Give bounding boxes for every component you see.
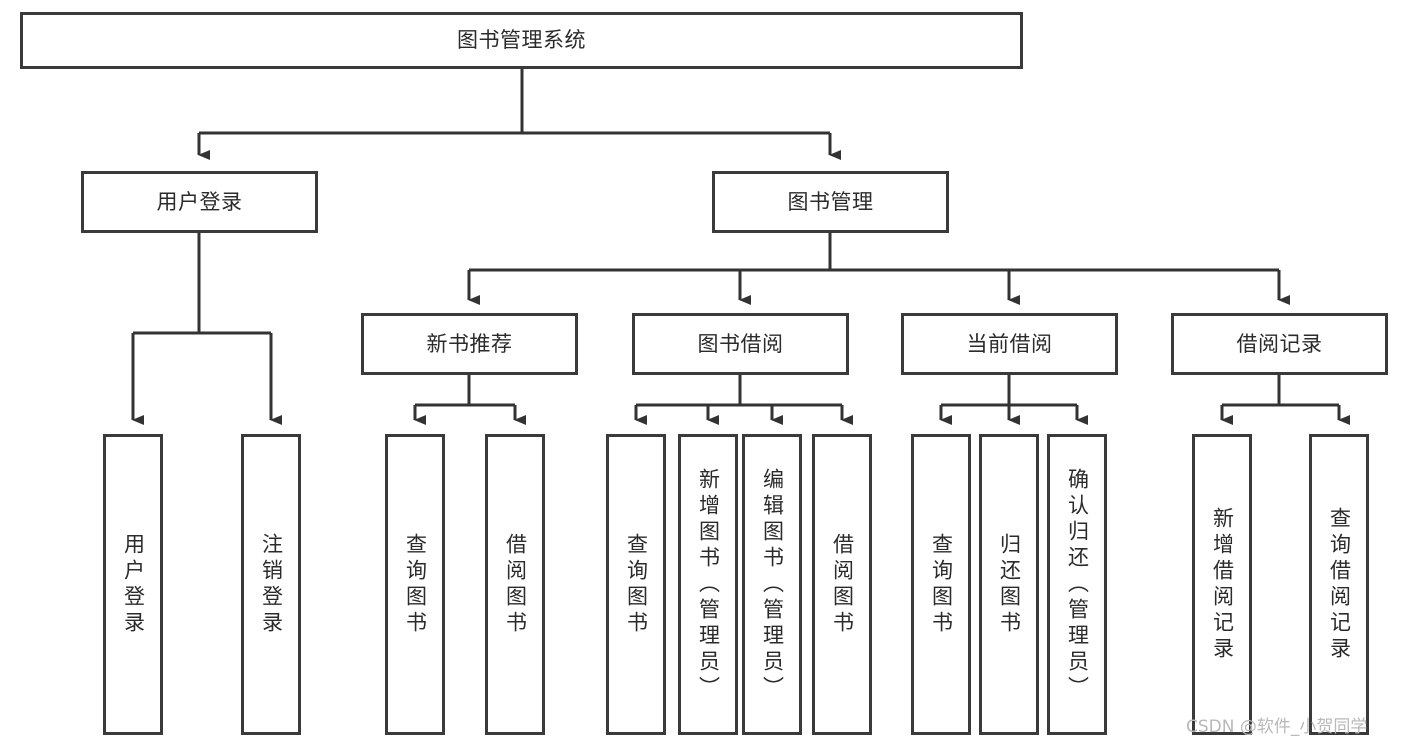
node-book-manage[interactable]: 图书管理	[712, 171, 949, 233]
node-leaf-query-record[interactable]: 查询借阅记录	[1309, 434, 1369, 735]
node-current-borrow[interactable]: 当前借阅	[901, 313, 1118, 375]
node-leaf-borrow-book-2-label: 借阅图书	[830, 532, 855, 637]
node-user-login-label: 用户登录	[156, 189, 243, 214]
node-leaf-query-record-label: 查询借阅记录	[1327, 506, 1352, 663]
node-borrow-record[interactable]: 借阅记录	[1171, 313, 1388, 375]
node-leaf-add-record[interactable]: 新增借阅记录	[1192, 434, 1252, 735]
node-root[interactable]: 图书管理系统	[20, 12, 1023, 69]
node-leaf-query-book-1-label: 查询图书	[403, 532, 428, 637]
node-leaf-add-book-label: 新增图书（管理员）	[696, 467, 721, 702]
node-current-borrow-label: 当前借阅	[966, 331, 1053, 356]
node-leaf-borrow-book-2[interactable]: 借阅图书	[812, 434, 872, 735]
node-new-book-rec[interactable]: 新书推荐	[361, 313, 578, 375]
node-leaf-add-record-label: 新增借阅记录	[1210, 506, 1235, 663]
node-leaf-return-book-label: 归还图书	[997, 532, 1022, 637]
node-leaf-query-book-1[interactable]: 查询图书	[385, 434, 445, 735]
node-leaf-user-login[interactable]: 用户登录	[103, 434, 163, 735]
node-leaf-borrow-book-1[interactable]: 借阅图书	[485, 434, 545, 735]
node-leaf-edit-book[interactable]: 编辑图书（管理员）	[742, 434, 802, 735]
node-leaf-edit-book-label: 编辑图书（管理员）	[760, 467, 785, 702]
node-leaf-query-book-2-label: 查询图书	[624, 532, 649, 637]
node-leaf-confirm-return-label: 确认归还（管理员）	[1065, 467, 1090, 702]
node-user-login[interactable]: 用户登录	[81, 171, 318, 233]
node-leaf-query-book-2[interactable]: 查询图书	[606, 434, 666, 735]
node-book-borrow[interactable]: 图书借阅	[632, 313, 849, 375]
node-leaf-user-login-label: 用户登录	[121, 532, 146, 637]
node-new-book-rec-label: 新书推荐	[426, 331, 513, 356]
node-leaf-query-book-3-label: 查询图书	[929, 532, 954, 637]
node-leaf-confirm-return[interactable]: 确认归还（管理员）	[1047, 434, 1107, 735]
node-leaf-query-book-3[interactable]: 查询图书	[911, 434, 971, 735]
csdn-watermark: CSDN @软件_小贺同学	[1186, 717, 1368, 737]
node-book-borrow-label: 图书借阅	[697, 331, 784, 356]
node-leaf-add-book[interactable]: 新增图书（管理员）	[678, 434, 738, 735]
node-leaf-borrow-book-1-label: 借阅图书	[503, 532, 528, 637]
node-leaf-logout-login[interactable]: 注销登录	[241, 434, 301, 735]
node-borrow-record-label: 借阅记录	[1236, 331, 1323, 356]
node-leaf-return-book[interactable]: 归还图书	[979, 434, 1039, 735]
node-root-label: 图书管理系统	[457, 28, 586, 53]
node-leaf-logout-login-label: 注销登录	[259, 532, 284, 637]
node-book-manage-label: 图书管理	[787, 189, 874, 214]
